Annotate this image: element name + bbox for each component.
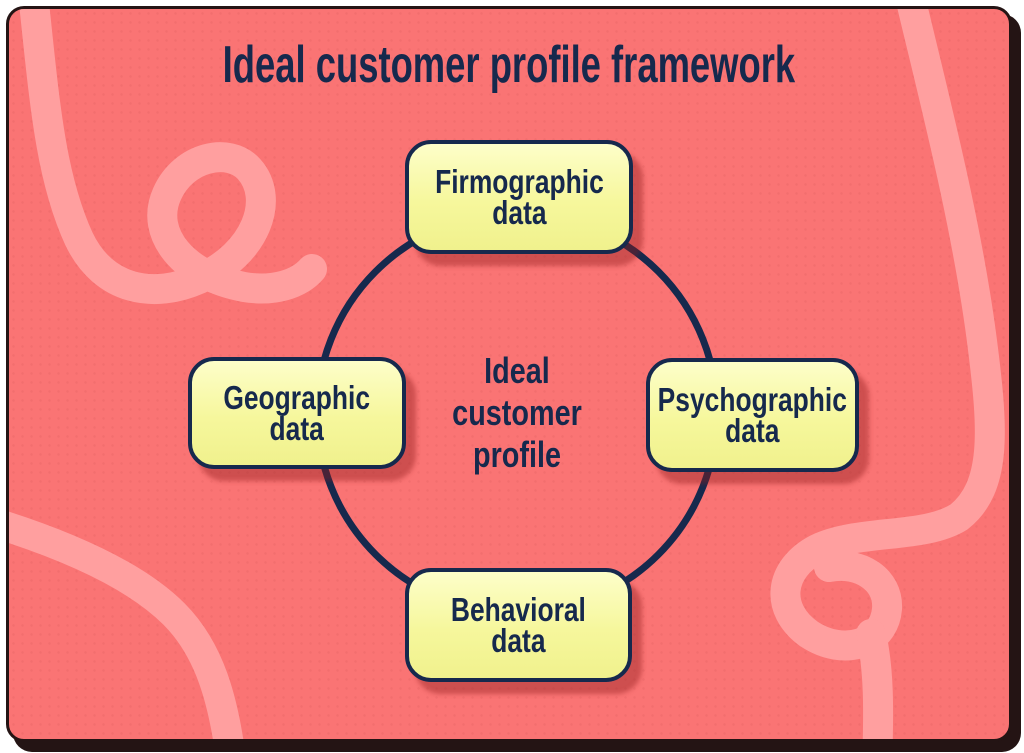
page-title-text: Ideal customer profile framework (222, 36, 796, 94)
node-firmographic-line1: Firmographic (434, 163, 604, 200)
center-label-line3: profile (472, 434, 561, 475)
squiggle-top-left-doodle (19, 9, 327, 305)
center-label: Ideal customer profile (417, 350, 617, 476)
node-geographic-line2: data (269, 410, 325, 447)
node-behavioral-line1: Behavioral (451, 591, 586, 628)
node-firmographic-line2: data (491, 194, 547, 231)
node-geographic-data: Geographic data (188, 357, 406, 469)
node-psychographic-label: Psychographic data (657, 381, 848, 449)
node-firmographic-label: Firmographic data (434, 163, 604, 231)
squiggle-right-doodle (770, 9, 1005, 661)
center-label-line2: customer (452, 392, 582, 433)
node-behavioral-line2: data (491, 622, 546, 659)
framework-card: Ideal customer profile framework Firmogr… (6, 6, 1012, 742)
center-label-line1: Ideal (484, 350, 550, 391)
node-behavioral-data: Behavioral data (405, 568, 632, 682)
squiggle-right-tail-doodle (856, 619, 894, 739)
node-psychographic-line1: Psychographic (657, 381, 848, 418)
node-psychographic-data: Psychographic data (646, 358, 859, 472)
squiggle-bottom-left-doodle (9, 511, 244, 739)
node-psychographic-line2: data (725, 412, 780, 449)
node-firmographic-data: Firmographic data (405, 140, 633, 254)
page-title: Ideal customer profile framework (9, 35, 1009, 95)
node-behavioral-label: Behavioral data (451, 591, 586, 659)
node-geographic-line1: Geographic (223, 379, 371, 416)
node-geographic-label: Geographic data (223, 379, 371, 447)
